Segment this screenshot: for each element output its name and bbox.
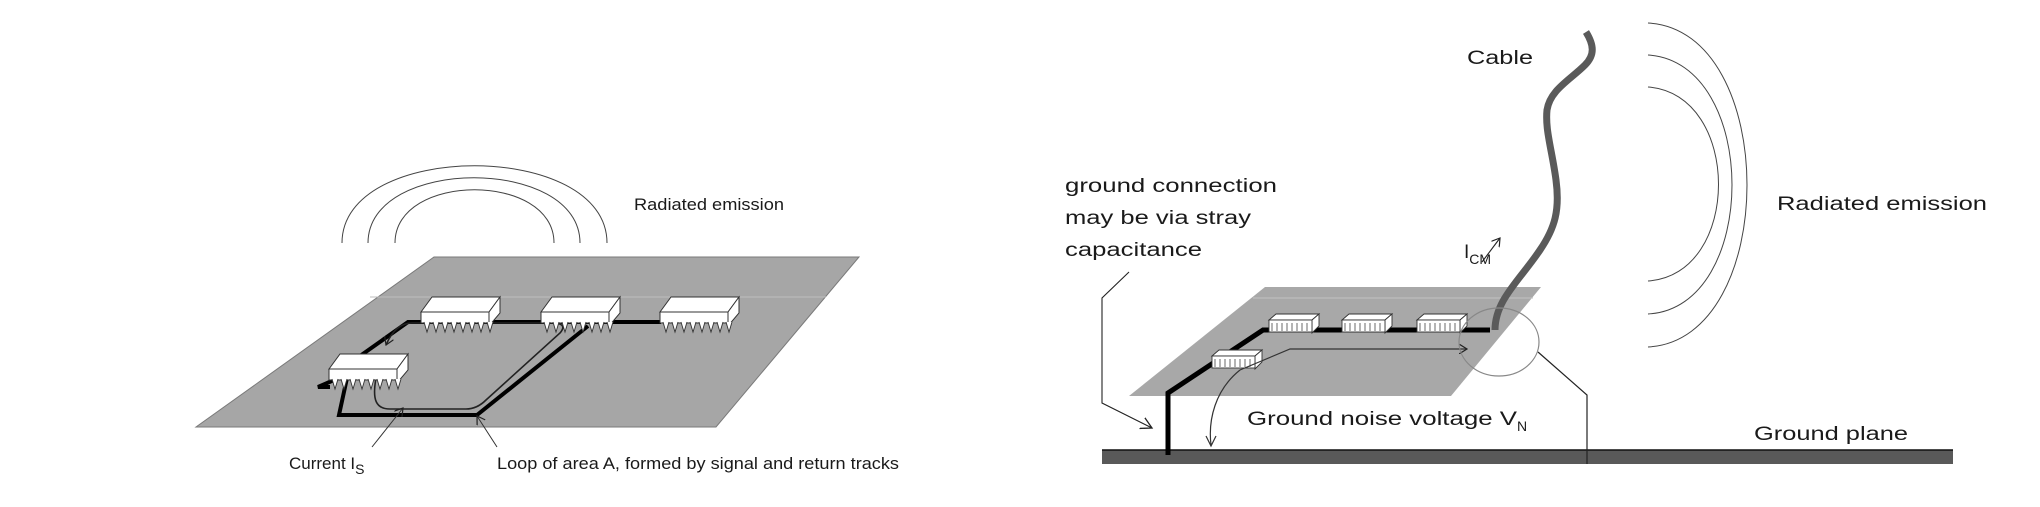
icm-subscript: CM [1469,251,1491,267]
radiated-emission-label-right: Radiated emission [1777,194,1987,215]
current-loop-arrow [373,322,564,410]
ground-plane-label: Ground plane [1754,424,1908,445]
icm-label: ICM [1464,242,1491,267]
ground-connection-line-3: capacitance [1065,240,1202,261]
arc-middle [367,177,581,244]
ground-connection-line-2: may be via stray [1065,208,1252,229]
current-subscript: S [355,461,364,477]
pcb-board-left [194,256,861,428]
chip-r1 [1267,313,1321,335]
radiated-emission-label-left: Radiated emission [634,195,784,214]
track-loop [336,324,590,417]
ground-connection-line-1: ground connection [1065,176,1277,197]
arc-right-inner [1647,86,1719,282]
loop-leader-line [477,416,498,448]
left-figure: Radiated emission [194,165,899,477]
radiation-arcs-right [1647,22,1748,348]
radiation-arcs-top [341,165,608,244]
current-is-label: Current IS [289,454,364,477]
detail-circle [1458,307,1540,377]
ground-noise-text: Ground noise voltage V [1247,409,1517,430]
cable [1491,30,1596,331]
chip-r4 [1210,349,1264,371]
chip-r3 [1415,313,1469,335]
arc-right-middle [1647,54,1733,315]
right-figure: Cable Radiated emission ground connectio… [1065,22,1987,464]
arc-inner [394,189,555,244]
ground-connection-leader [1101,271,1152,428]
current-leader-line [371,408,403,448]
chip-2 [540,295,621,333]
chip-4 [328,352,409,390]
noise-current-arrow [1209,349,1467,446]
icm-arrow [1481,238,1500,263]
detail-leader-line [1537,351,1588,464]
ground-noise-subscript: N [1517,418,1527,434]
arc-outer [341,165,608,244]
ground-noise-label: Ground noise voltage VN [1247,409,1527,434]
track-stub [317,378,335,389]
current-label-text: Current I [289,454,355,473]
cable-label: Cable [1467,48,1533,69]
icm-label-text: I [1464,242,1469,263]
ground-plane-bar [1102,450,1953,464]
loop-area-label: Loop of area A, formed by signal and ret… [497,454,899,473]
noise-arrow-down-head [1205,435,1217,448]
chip-r2 [1340,313,1394,335]
chip-3 [659,295,740,333]
ground-connection-note: ground connection may be via stray capac… [1065,176,1277,261]
chip-1 [420,295,501,333]
